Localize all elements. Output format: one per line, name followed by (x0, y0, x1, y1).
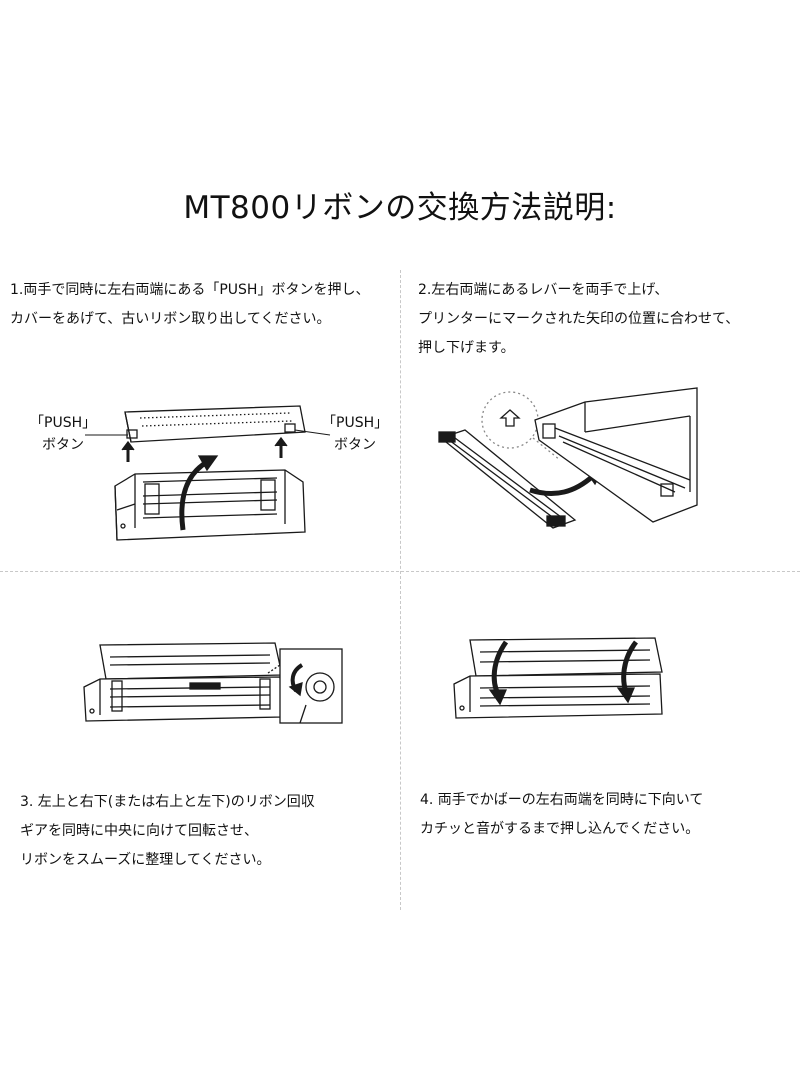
push-label-right-line-2: ボタン (334, 437, 377, 453)
push-button-label-right: 「PUSH」 ボタン (322, 412, 388, 456)
push-label-left-line-1: 「PUSH」 (30, 415, 97, 431)
step-3-instructions: 3. 左上と右下(または右上と左下)のリボン回収 ギアを同時に中央に向けて回転さ… (20, 788, 315, 875)
step-3-line-2: ギアを同時に中央に向けて回転させ、 (20, 823, 258, 839)
step-1-line-2: カバーをあげて、古いリボン取り出してください。 (10, 311, 331, 327)
step-4-instructions: 4. 両手でかばーの左右両端を同時に下向いて カチッと音がするまで押し込んでくだ… (420, 786, 703, 844)
push-label-left-line-2: ボタン (42, 437, 85, 453)
vertical-divider (400, 270, 401, 910)
page-title: MT800リボンの交換方法説明: (183, 190, 617, 226)
step-2-instructions: 2.左右両端にあるレバーを両手で上げ、 プリンターにマークされた矢印の位置に合わ… (418, 276, 739, 363)
push-button-label-left: 「PUSH」 ボタン (30, 412, 96, 456)
illustration-step-1 (85, 405, 331, 541)
illustration-step-4 (453, 637, 663, 719)
step-4-line-2: カチッと音がするまで押し込んでください。 (420, 821, 700, 837)
step-2-line-2: プリンターにマークされた矢印の位置に合わせて、 (418, 311, 740, 327)
step-2-line-3: 押し下げます。 (418, 340, 515, 356)
step-1-instructions: 1.両手で同時に左右両端にある「PUSH」ボタンを押し、 カバーをあげて、古いリ… (10, 276, 369, 334)
step-2-line-1: 2.左右両端にあるレバーを両手で上げ、 (418, 282, 669, 298)
illustration-step-2 (438, 387, 698, 529)
step-4-line-1: 4. 両手でかばーの左右両端を同時に下向いて (420, 792, 704, 808)
push-label-right-line-1: 「PUSH」 (322, 415, 389, 431)
step-3-line-3: リボンをスムーズに整理してください。 (20, 852, 271, 868)
illustration-step-3 (83, 642, 343, 724)
step-1-line-1: 1.両手で同時に左右両端にある「PUSH」ボタンを押し、 (10, 282, 370, 298)
step-3-line-1: 3. 左上と右下(または右上と左下)のリボン回収 (20, 794, 315, 810)
